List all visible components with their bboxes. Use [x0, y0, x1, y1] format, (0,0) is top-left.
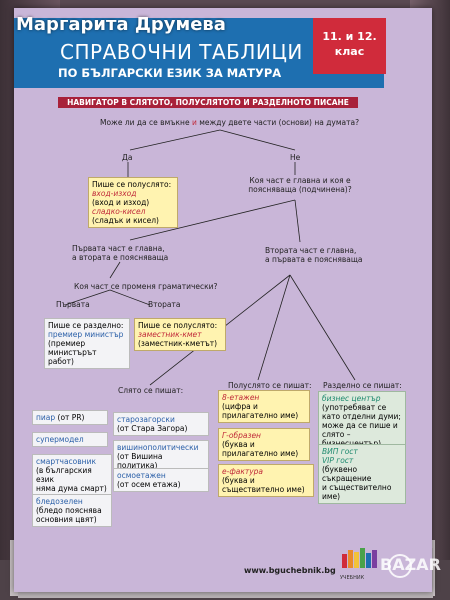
joined-item-3-note-1: (в българския език: [36, 466, 92, 484]
hyphenated-item-1-word: 8-етажен: [222, 393, 260, 402]
joined-item-4-word: бледозелен: [36, 497, 83, 506]
joined-item-3-word: смартчасовник: [36, 457, 96, 466]
joined-item-3-note-2: няма дума смарт): [36, 484, 107, 493]
box-hyphenated-1-l1: вход-изход: [92, 189, 137, 198]
joined-item-4: бледозелен (бледо пояснява основния цвят…: [32, 494, 112, 527]
book-title: СПРАВОЧНИ ТАБЛИЦИ: [60, 40, 303, 64]
box-separate-l1: премиер министър: [48, 330, 124, 339]
box-hyphenated-2-l2: (заместник-кметът): [138, 339, 218, 348]
grade-line-1: 11. и 12.: [322, 30, 377, 43]
joined-item-1-note: (от PR): [55, 413, 85, 422]
joined-item-5-note: (от Стара Загора): [117, 424, 188, 433]
hyphenated-item-3-note-2: съществително име): [222, 485, 305, 494]
bazar-watermark: BAZAR: [380, 555, 441, 574]
separate-item-2-note-1: (буквено съкращение: [322, 465, 372, 483]
box-separate: Пише се разделно: премиер министър (прем…: [44, 318, 130, 369]
box-hyphenated-2: Пише се полуслято: заместник-кмет (замес…: [134, 318, 226, 351]
joined-item-3: смартчасовник (в българския език няма ду…: [32, 454, 112, 496]
question-main-part-l2: поясняваща (подчинена)?: [248, 185, 352, 194]
question-main-part: Коя част е главна и коя е поясняваща (по…: [245, 176, 355, 194]
answer-no: Не: [290, 153, 301, 162]
separate-item-1-note-1: (употребяват се: [322, 403, 387, 412]
branch-first-main-l2: а втората е поясняваща: [72, 253, 169, 262]
hyphenated-item-3: е-фактура (буква и съществително име): [218, 464, 314, 497]
question-insert-post: между двете части (основи) на думата?: [196, 118, 360, 127]
publisher-logo: [342, 548, 384, 574]
box-separate-head: Пише се разделно:: [48, 321, 124, 330]
hyphenated-item-2-note-1: (буква и: [222, 440, 255, 449]
separate-item-2-note-2: и съществително име): [322, 483, 392, 501]
joined-item-7-note: (от осем етажа): [117, 480, 181, 489]
box-hyphenated-1-head: Пише се полуслято:: [92, 180, 172, 189]
hyphenated-item-1-note-2: прилагателно име): [222, 411, 299, 420]
box-hyphenated-1-l4: (сладък и кисел): [92, 216, 159, 225]
separate-item-1: бизнес център (употребяват се като отдел…: [318, 391, 406, 451]
joined-item-7: осмоетажен (от осем етажа): [113, 468, 209, 492]
box-hyphenated-1: Пише се полуслято: вход-изход (вход и из…: [88, 177, 178, 228]
heading-separate: Разделно се пишат:: [323, 381, 402, 390]
answer-yes: Да: [122, 153, 133, 162]
joined-item-5: старозагорски (от Стара Загора): [113, 412, 209, 436]
hyphenated-item-3-word: е-фактура: [222, 467, 264, 476]
hyphenated-item-1: 8-етажен (цифра и прилагателно име): [218, 390, 310, 423]
box-separate-l2: (премиер министърът: [48, 339, 97, 357]
separate-item-1-word: бизнес център: [322, 394, 381, 403]
book-subtitle: ПО БЪЛГАРСКИ ЕЗИК ЗА МАТУРА: [58, 66, 282, 80]
box-hyphenated-1-l3: сладко-кисел: [92, 207, 146, 216]
joined-item-2-word: супермодел: [36, 435, 84, 444]
hyphenated-item-3-note-1: (буква и: [222, 476, 255, 485]
joined-item-7-word: осмоетажен: [117, 471, 166, 480]
grade-line-2: клас: [334, 45, 365, 58]
joined-item-4-note-1: (бледо пояснява: [36, 506, 102, 515]
hyphenated-item-2-note-2: прилагателно име): [222, 449, 299, 458]
separate-item-2-word-2: VIP гост: [322, 456, 354, 465]
box-hyphenated-2-head: Пише се полуслято:: [138, 321, 218, 330]
joined-item-6-note: (от Вишина политика): [117, 452, 163, 470]
separate-item-1-note-2: като отделни думи;: [322, 412, 401, 421]
joined-item-5-word: старозагорски: [117, 415, 175, 424]
box-hyphenated-1-l2: (вход и изход): [92, 198, 150, 207]
navigator-banner: НАВИГАТОР В СЛЯТОТО, ПОЛУСЛЯТОТО И РАЗДЕ…: [58, 97, 358, 108]
question-insert: Може ли да се вмъкне и между двете части…: [100, 118, 359, 127]
separate-item-1-note-3: може да се пише и: [322, 421, 398, 430]
joined-item-4-note-2: основния цвят): [36, 515, 97, 524]
label-second: Втората: [148, 300, 181, 309]
branch-second-main: Втората част е главна, а първата е поясн…: [265, 246, 363, 264]
publisher-url: www.bguchebnik.bg: [244, 566, 336, 575]
question-insert-pre: Може ли да се вмъкне: [100, 118, 192, 127]
heading-joined: Слято се пишат:: [118, 386, 184, 395]
joined-item-6-word: вишинополитически: [117, 443, 199, 452]
label-first: Първата: [56, 300, 90, 309]
seller-watermark: Маргарита Друмева: [16, 14, 226, 35]
box-hyphenated-2-l1: заместник-кмет: [138, 330, 202, 339]
joined-item-1: пиар (от PR): [32, 410, 108, 425]
heading-hyphenated: Полуслято се пишат:: [228, 381, 312, 390]
bazar-logo-icon: [388, 554, 412, 578]
hyphenated-item-2-word: Г-образен: [222, 431, 261, 440]
branch-first-main: Първата част е главна, а втората е поясн…: [72, 244, 168, 262]
joined-item-2: супермодел: [32, 432, 108, 447]
branch-second-main-l2: а първата е поясняваща: [265, 255, 363, 264]
separate-item-2: ВИП гост VIP гост (буквено съкращение и …: [318, 444, 406, 504]
branch-second-main-l1: Втората част е главна,: [265, 246, 357, 255]
box-separate-l3: работ): [48, 357, 74, 366]
publisher-name: УЧЕБНИК: [340, 575, 365, 581]
separate-item-2-word-1: ВИП гост: [322, 447, 358, 456]
branch-first-main-l1: Първата част е главна,: [72, 244, 165, 253]
question-insert-mid: и: [191, 118, 197, 127]
hyphenated-item-2: Г-образен (буква и прилагателно име): [218, 428, 310, 461]
question-main-part-l1: Коя част е главна и коя е: [249, 176, 351, 185]
grade-badge: 11. и 12. клас: [313, 18, 386, 74]
joined-item-1-word: пиар: [36, 413, 56, 422]
question-grammar: Коя част се променя граматически?: [74, 282, 218, 291]
hyphenated-item-1-note-1: (цифра и: [222, 402, 258, 411]
